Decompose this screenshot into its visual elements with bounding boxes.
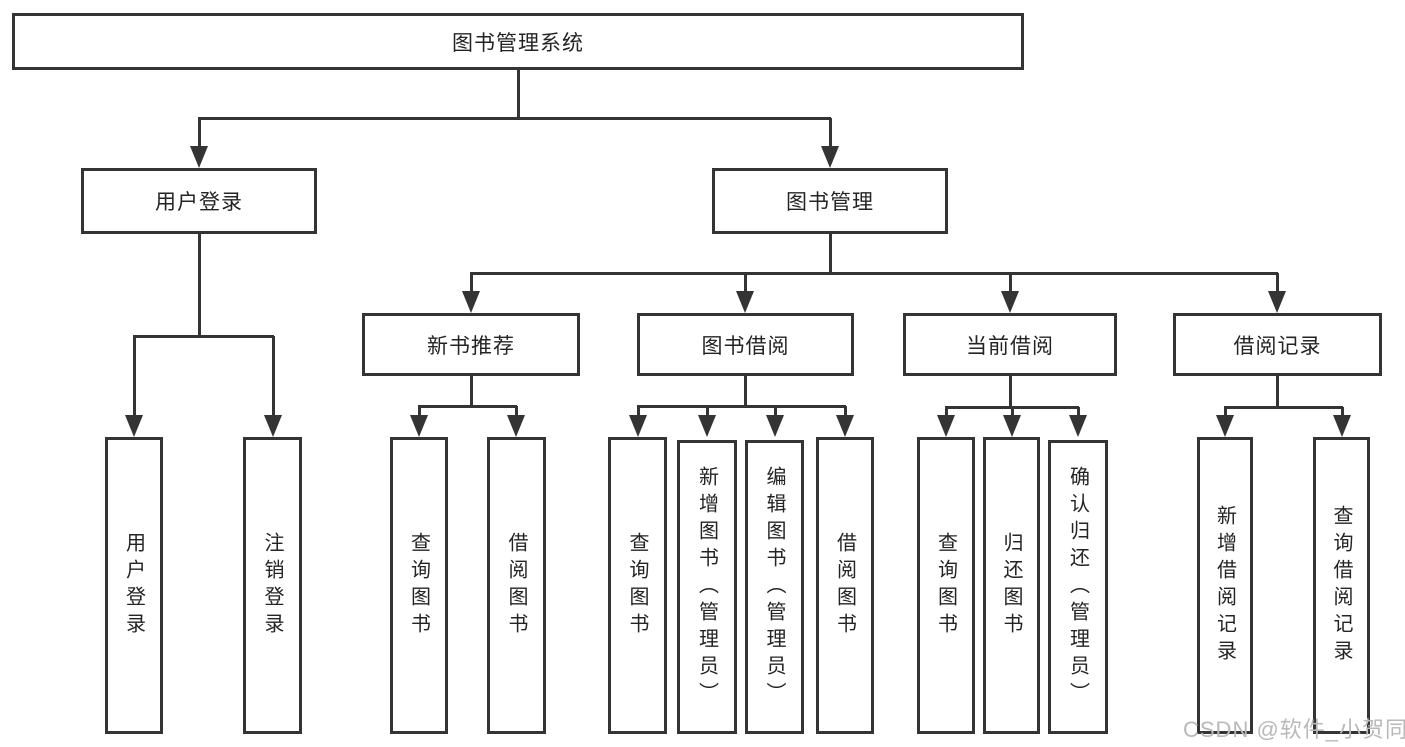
leaf-query-books-1: 查询图书 [390,437,448,734]
arrow-down-icon [507,415,525,437]
leaf-query-borrow-record-label: 查询借阅记录 [1330,504,1352,667]
node-user-login: 用户登录 [81,168,317,234]
arrow-stem-line [515,406,518,415]
connector-horizontal-line [1224,406,1343,409]
connector-horizontal-line [470,272,1278,275]
leaf-user-login: 用户登录 [105,437,163,734]
connector-vertical-line [470,376,473,408]
leaf-confirm-return-admin-label: 确认归还（管理员） [1066,465,1089,709]
leaf-query-books-2: 查询图书 [608,437,667,734]
arrow-stem-line [1276,273,1279,291]
arrow-down-icon [1216,415,1234,437]
leaf-query-books-3-label: 查询图书 [934,531,957,640]
connector-vertical-line [517,70,520,119]
node-new-book-recommendation: 新书推荐 [362,313,580,376]
node-current-borrowing: 当前借阅 [903,313,1117,376]
leaf-add-book-admin: 新增图书（管理员） [677,440,737,734]
arrow-stem-line [744,273,747,291]
leaf-user-login-label: 用户登录 [122,531,145,640]
arrow-down-icon [190,146,208,168]
leaf-edit-book-admin-label: 编辑图书（管理员） [763,465,785,709]
arrow-down-icon [937,415,955,437]
leaf-borrow-books-1: 借阅图书 [487,437,546,734]
arrow-stem-line [1224,407,1227,415]
arrow-down-icon [766,415,784,437]
leaf-add-borrow-record: 新增借阅记录 [1197,437,1253,734]
leaf-query-books-1-label: 查询图书 [407,531,430,640]
arrow-down-icon [821,146,839,168]
arrow-down-icon [125,415,143,437]
arrow-down-icon [698,415,716,437]
node-root: 图书管理系统 [12,13,1024,70]
arrow-stem-line [1341,407,1344,415]
connector-horizontal-line [133,335,274,338]
leaf-query-borrow-record: 查询借阅记录 [1313,437,1370,734]
arrow-down-icon [462,291,480,313]
connector-horizontal-line [637,405,846,408]
arrow-stem-line [945,407,948,415]
csdn-watermark: CSDN @软件_小贺同学 [1183,717,1405,742]
connector-vertical-line [829,234,832,275]
arrow-down-icon [1069,415,1087,437]
arrow-stem-line [1009,273,1012,291]
arrow-stem-line [272,336,275,415]
leaf-borrow-books-1-label: 借阅图书 [505,531,527,640]
arrow-stem-line [418,406,421,415]
arrow-down-icon [1333,415,1351,437]
arrow-stem-line [637,406,640,415]
arrow-stem-line [470,273,473,291]
arrow-down-icon [1001,291,1019,313]
connector-vertical-line [198,234,201,338]
arrow-stem-line [706,406,709,415]
leaf-return-books: 归还图书 [983,437,1040,734]
arrow-stem-line [133,336,136,415]
arrow-down-icon [736,291,754,313]
node-book-management: 图书管理 [712,168,948,234]
leaf-return-books-label: 归还图书 [1000,531,1022,640]
arrow-down-icon [836,415,854,437]
leaf-add-book-admin-label: 新增图书（管理员） [695,465,718,709]
node-book-borrowing: 图书借阅 [637,313,854,376]
leaf-query-books-2-label: 查询图书 [626,531,648,640]
leaf-query-books-3: 查询图书 [917,437,975,734]
connector-horizontal-line [198,117,831,120]
leaf-logout-label: 注销登录 [261,531,283,640]
arrow-down-icon [1268,291,1286,313]
connector-vertical-line [1276,376,1279,409]
arrow-down-icon [264,415,282,437]
leaf-borrow-books-2-label: 借阅图书 [833,531,856,640]
arrow-stem-line [1077,407,1080,415]
leaf-logout: 注销登录 [243,437,302,734]
leaf-borrow-books-2: 借阅图书 [816,437,874,734]
arrow-stem-line [198,118,201,146]
arrow-stem-line [844,406,847,415]
arrow-stem-line [1011,407,1014,415]
arrow-down-icon [629,415,647,437]
node-borrowing-records: 借阅记录 [1173,313,1382,376]
connector-vertical-line [1009,376,1012,409]
connector-horizontal-line [418,405,517,408]
arrow-down-icon [410,415,428,437]
leaf-add-borrow-record-label: 新增借阅记录 [1213,504,1236,667]
arrow-stem-line [774,406,777,415]
connector-vertical-line [744,376,747,408]
arrow-stem-line [829,118,832,146]
leaf-edit-book-admin: 编辑图书（管理员） [745,440,804,734]
arrow-down-icon [1003,415,1021,437]
leaf-confirm-return-admin: 确认归还（管理员） [1048,440,1108,734]
